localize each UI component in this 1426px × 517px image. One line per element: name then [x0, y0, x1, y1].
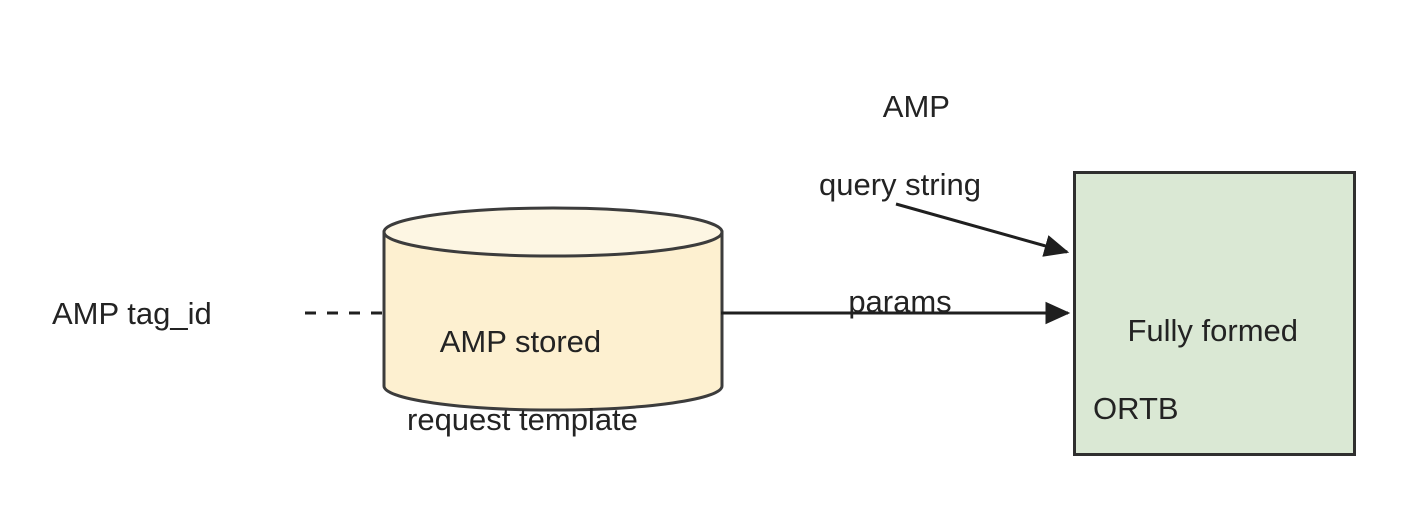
edge-params-to-ortb [895, 202, 1070, 257]
query-params-label-line-3: params [848, 284, 952, 319]
cylinder-label-line-2: request template [407, 402, 638, 437]
cylinder-label-line-1: AMP stored [439, 324, 602, 359]
diagram-shapes-layer [305, 171, 1356, 456]
query-params-label-line-1: AMP [882, 89, 950, 124]
diagram-canvas: AMP tag_id AMP stored request template A… [52, 48, 1356, 456]
ortb-label-line-1: Fully formed [1127, 313, 1298, 348]
query-params-label-group: AMP query string params [790, 48, 1010, 399]
ortb-label-line-2: ORTB [1093, 391, 1179, 426]
cylinder-label-group: AMP stored request template [407, 283, 638, 517]
amp-stored-request-template-cylinder [382, 206, 724, 412]
ortb-label-group: Fully formed ORTB [1093, 272, 1298, 506]
fully-formed-ortb-box [1073, 171, 1356, 456]
query-params-label-line-2: query string [819, 167, 981, 202]
label-amp-tag-id: AMP tag_id [52, 296, 212, 331]
